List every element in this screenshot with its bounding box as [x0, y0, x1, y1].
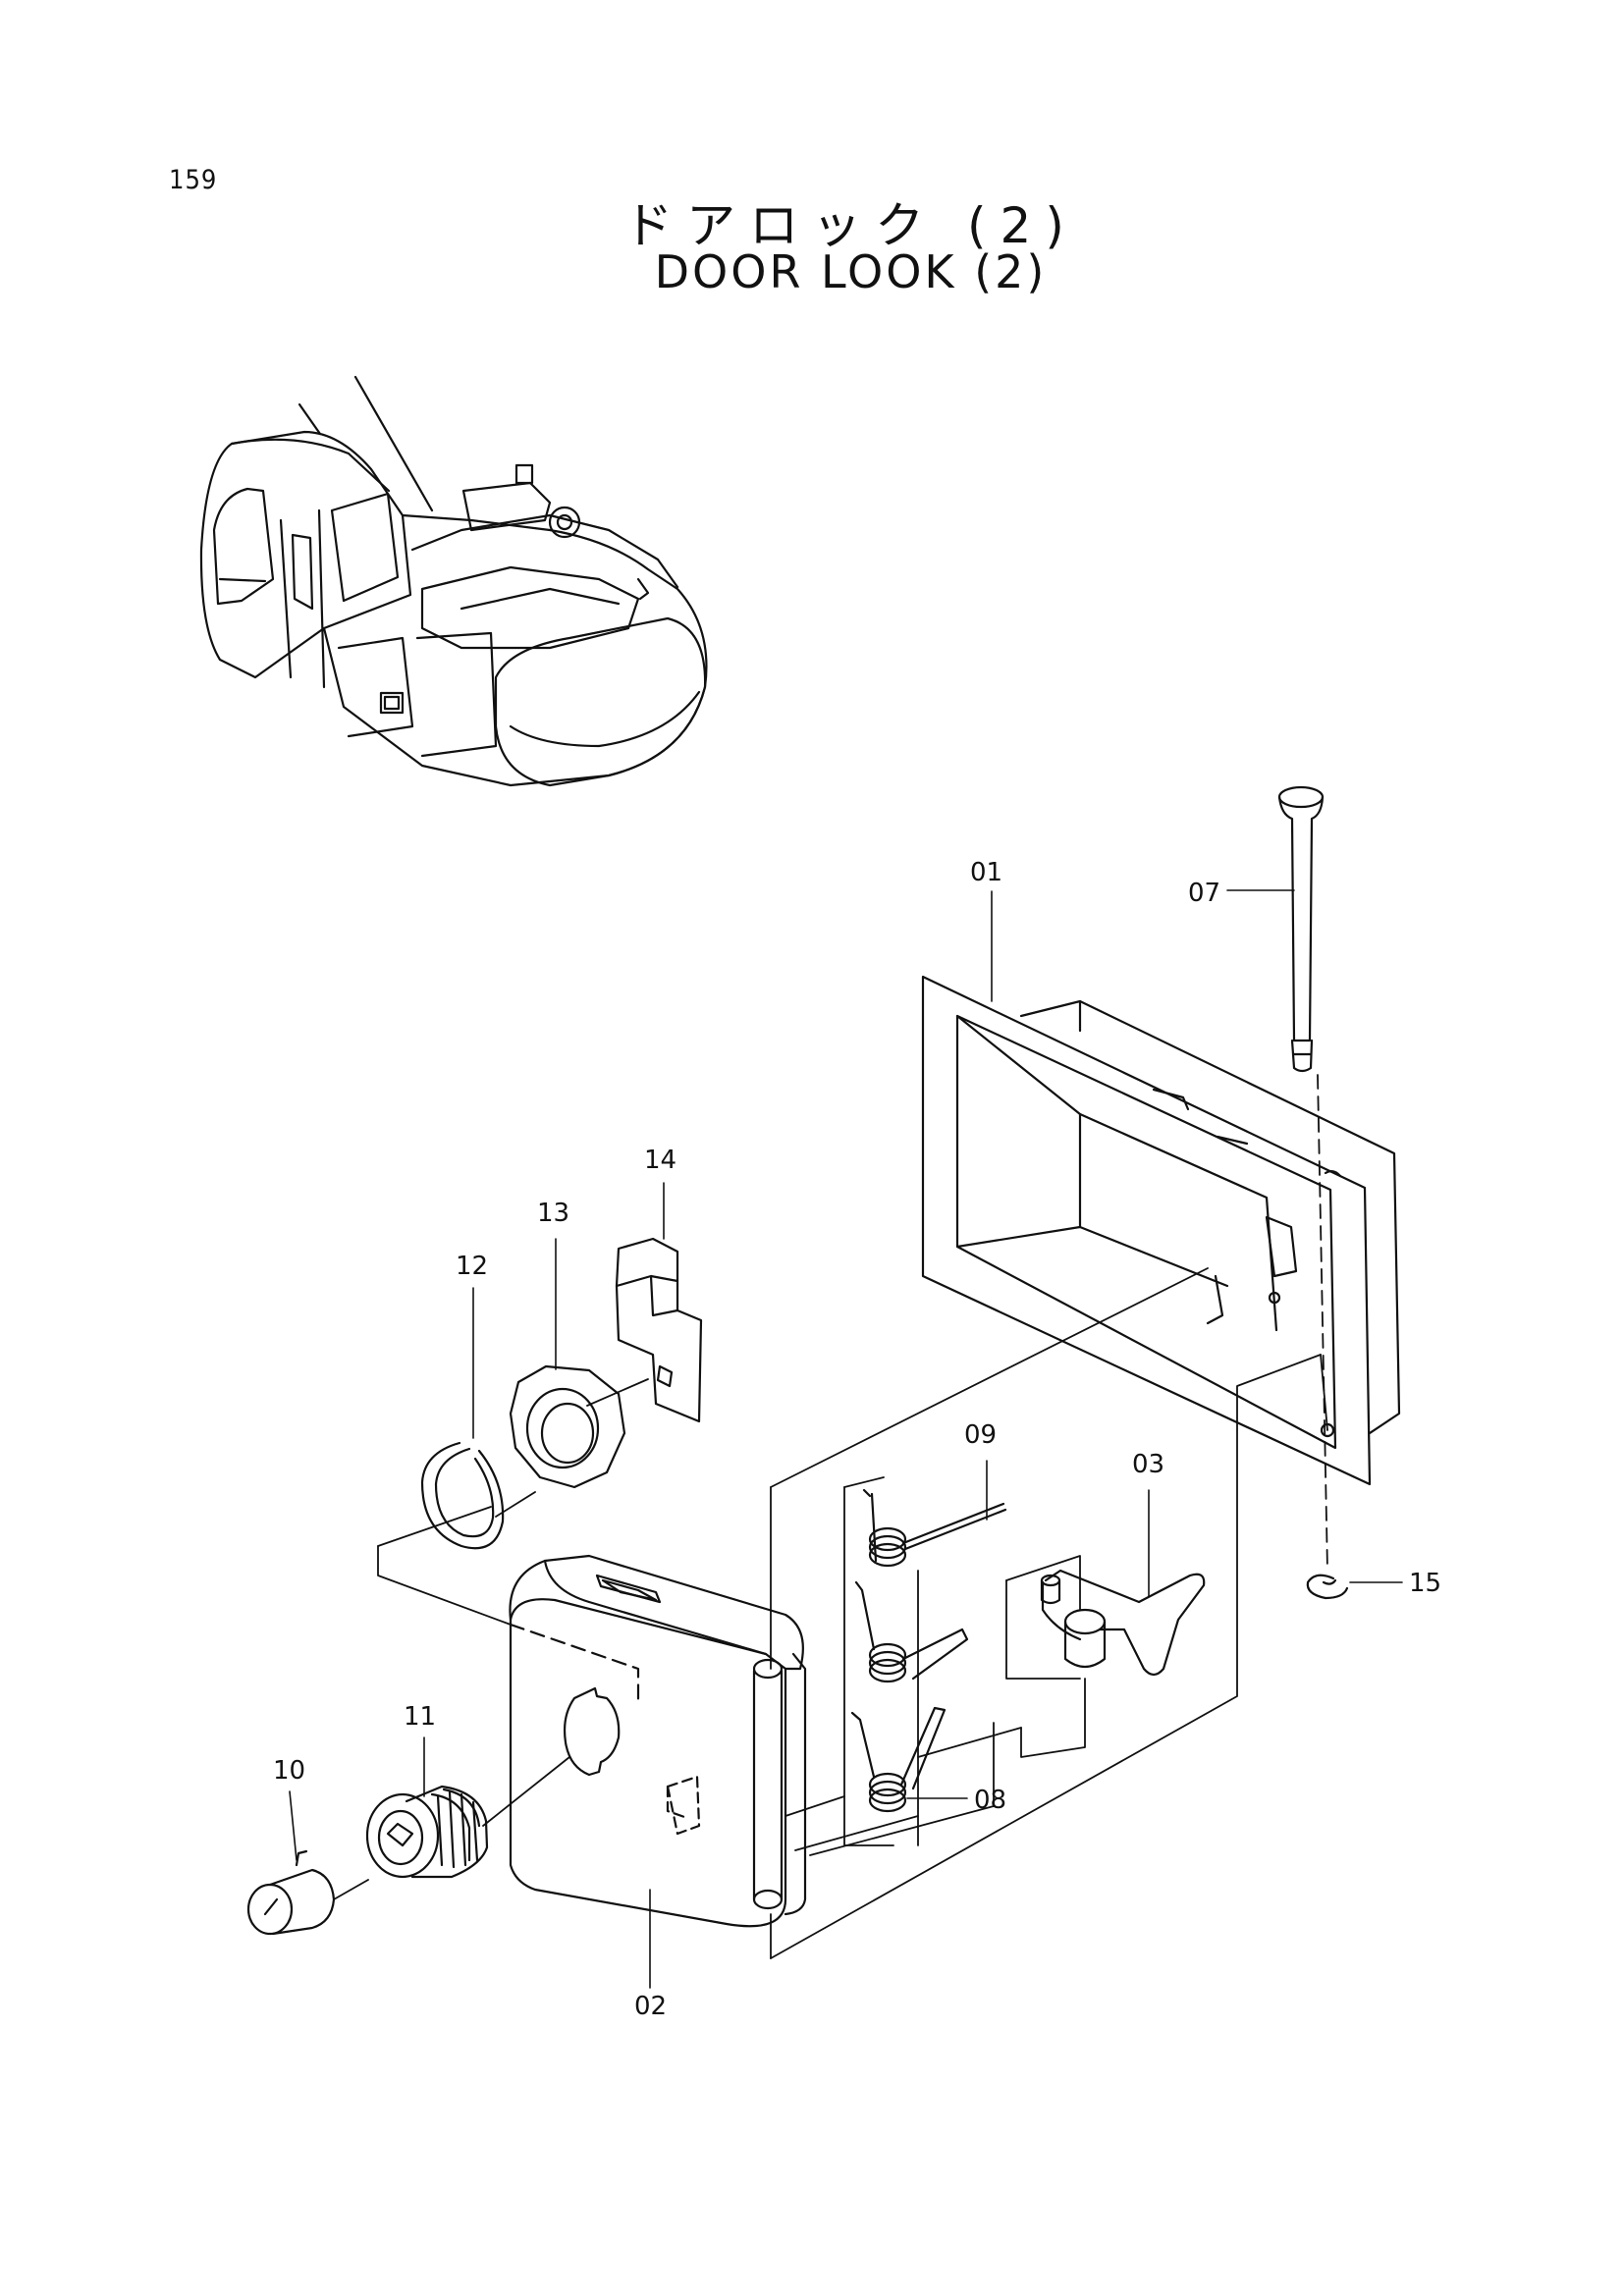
page-number: 159	[169, 165, 218, 195]
part-15-retaining-ring	[1306, 1574, 1349, 1600]
part-11-cylinder-housing	[365, 1785, 489, 1879]
callout-10: 10	[273, 1756, 305, 1786]
part-10-key-cylinder	[246, 1849, 336, 1936]
part-12-snap-ring	[420, 1441, 505, 1550]
part-02-lock-body	[509, 1554, 807, 1928]
part-09-torsion-spring	[862, 1488, 1007, 1568]
assembly-guide-lines	[333, 1074, 1328, 1959]
part-14-plate	[615, 1237, 703, 1423]
part-08-torsion-spring-lower	[850, 1706, 947, 1813]
page-title-english: DOOR LOOK (2)	[654, 245, 1048, 298]
part-08-torsion-spring-upper	[854, 1580, 969, 1683]
part-13-nut	[509, 1364, 626, 1489]
part-01-lock-housing-frame	[921, 975, 1401, 1486]
callout-11: 11	[404, 1702, 436, 1732]
callout-leader-lines	[289, 889, 1403, 1989]
callout-07: 07	[1188, 879, 1220, 908]
callout-02: 02	[634, 1992, 667, 2021]
callout-03: 03	[1132, 1450, 1164, 1479]
callout-08: 08	[974, 1786, 1006, 1815]
callout-15: 15	[1409, 1569, 1441, 1598]
page-title-japanese: ドアロック (2)	[623, 197, 1078, 254]
callout-13: 13	[537, 1199, 569, 1228]
callout-01: 01	[970, 858, 1002, 887]
callout-12: 12	[456, 1252, 488, 1281]
callout-14: 14	[644, 1146, 676, 1175]
callout-09: 09	[964, 1420, 997, 1450]
part-03-latch-lever	[1040, 1569, 1206, 1677]
excavator-locator-illustration	[199, 375, 708, 787]
part-07-pin	[1277, 785, 1325, 1073]
